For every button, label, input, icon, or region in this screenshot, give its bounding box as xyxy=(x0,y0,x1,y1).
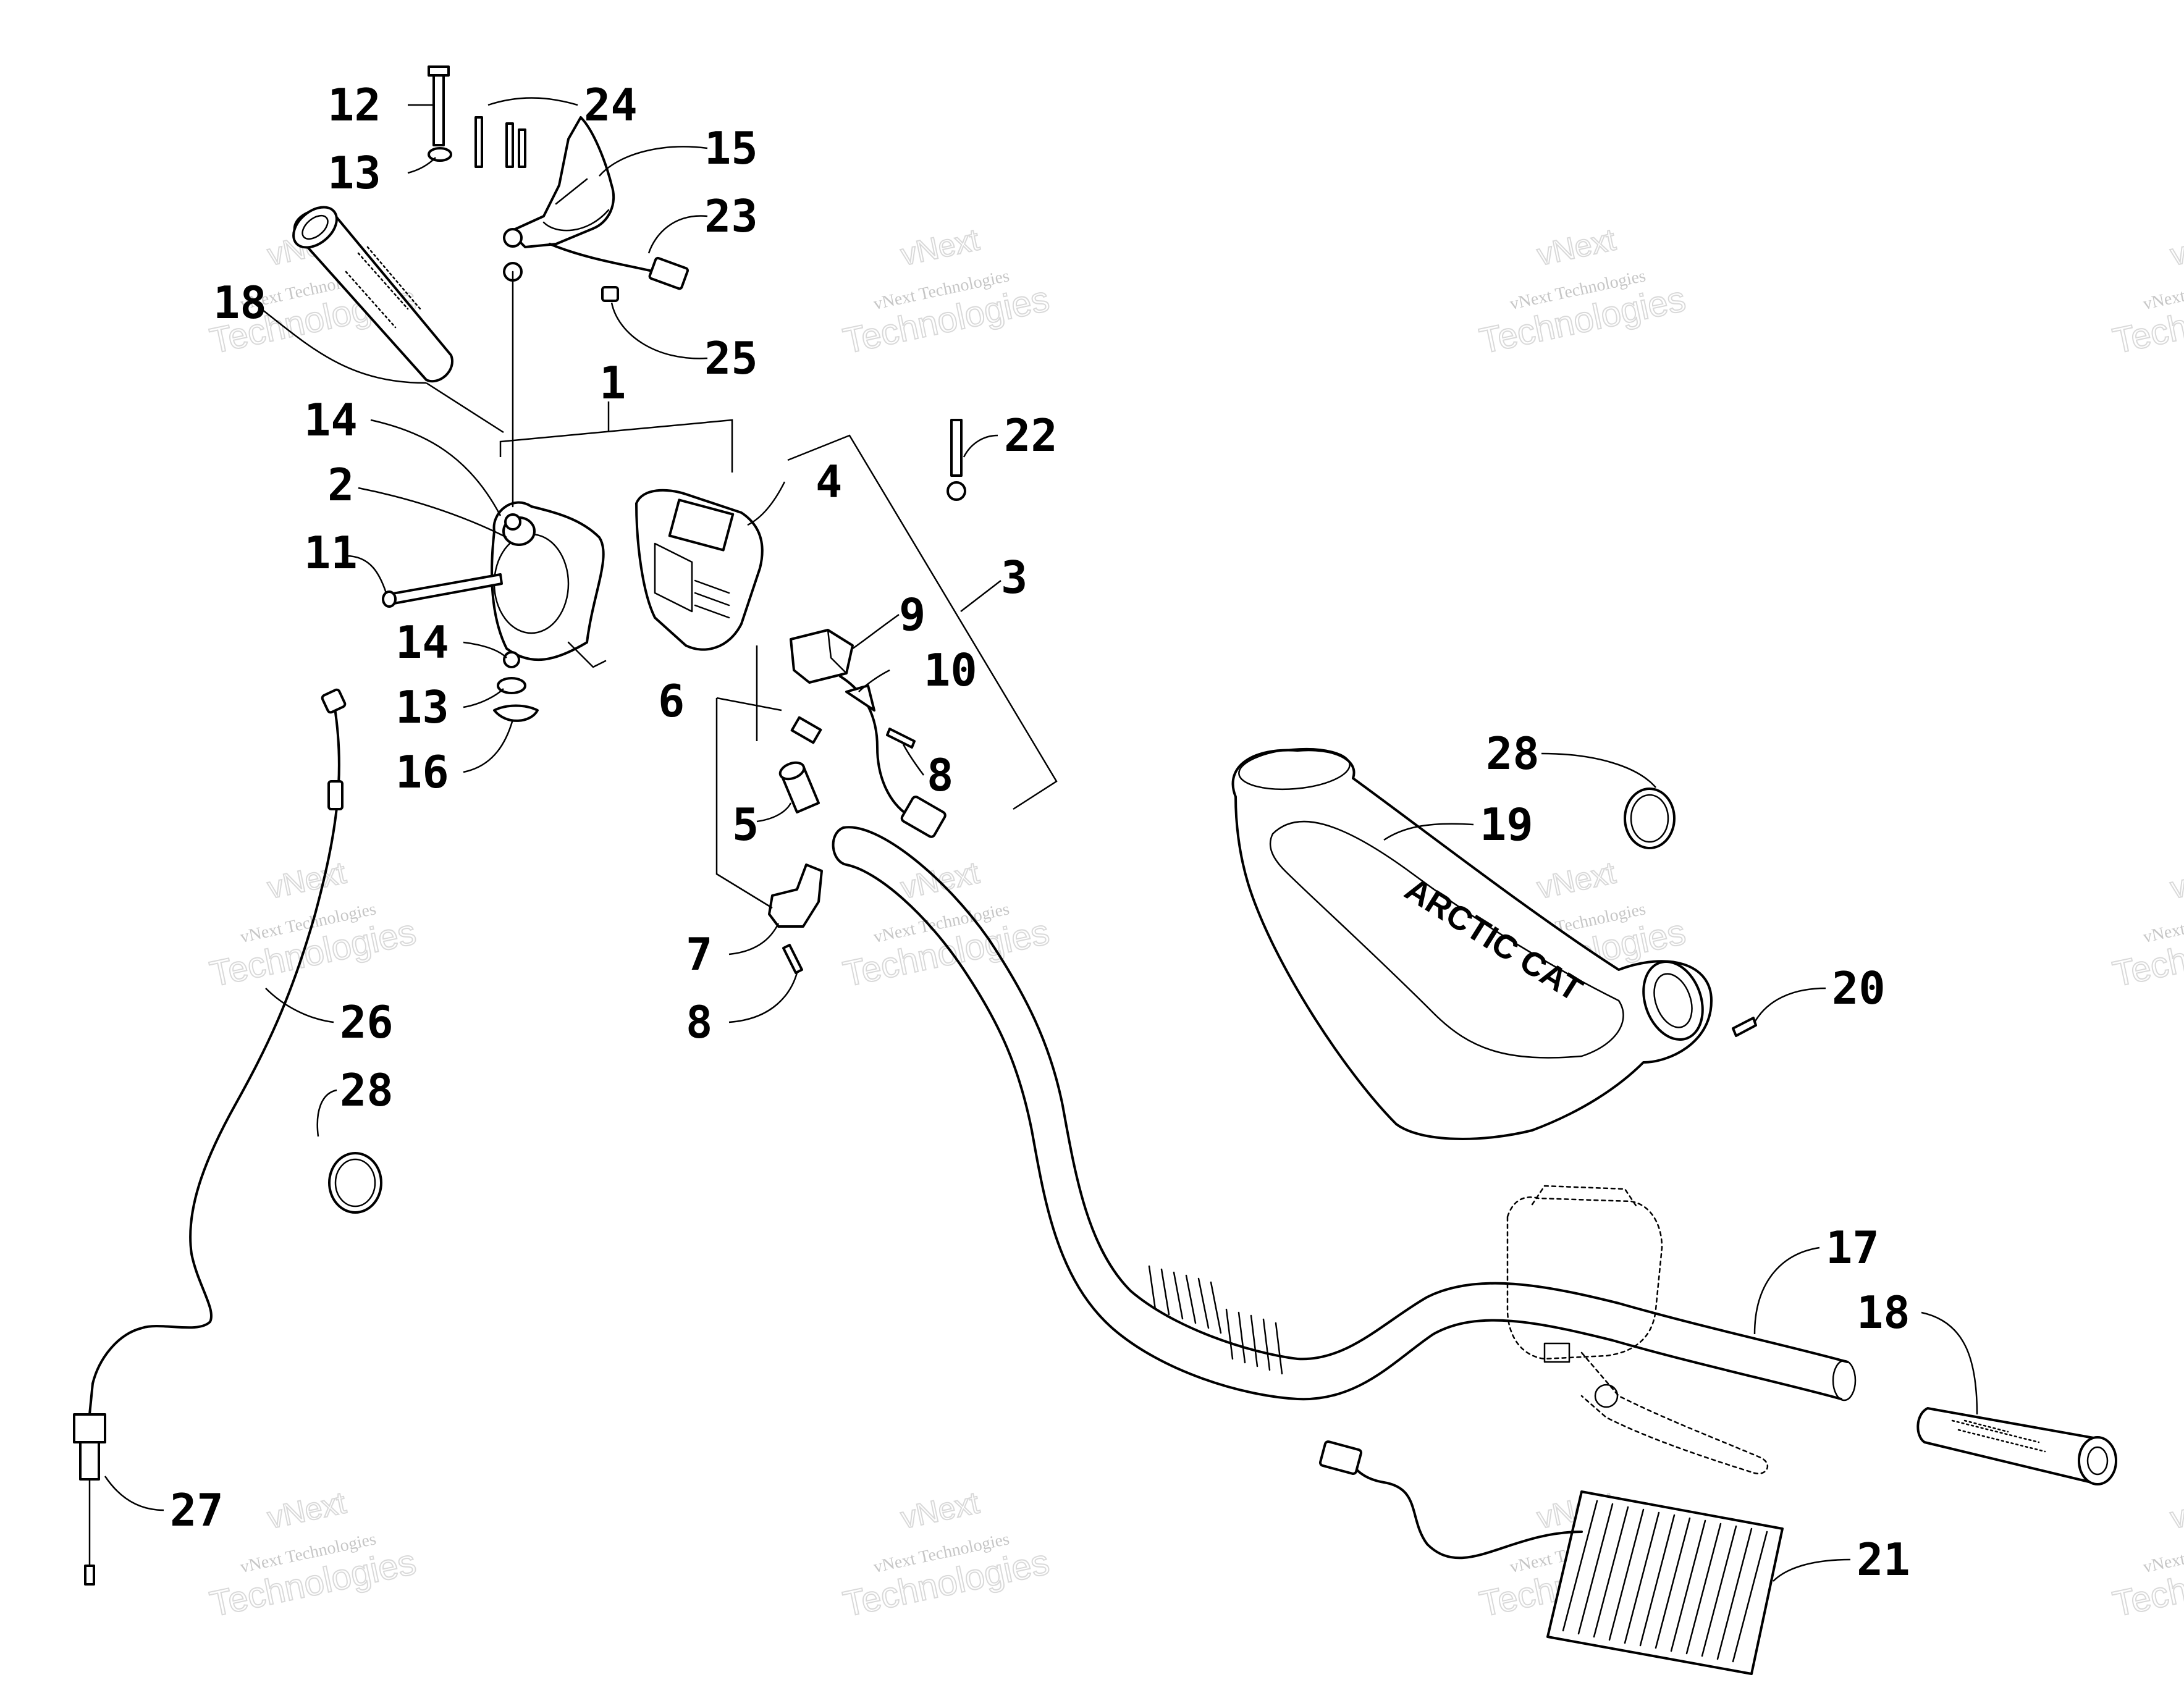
svg-text:vNext: vNext xyxy=(898,1485,982,1535)
screw-20 xyxy=(1732,1017,1757,1037)
callout-25: 25 xyxy=(704,332,758,384)
watermark: vNext vNext Technologies Technologies xyxy=(2109,1484,2184,1625)
watermark: vNext vNext Technologies Technologies xyxy=(839,854,1053,995)
throttle-housing xyxy=(491,501,607,668)
callout-21: 21 xyxy=(1857,1534,1910,1586)
callout-28-right: 28 xyxy=(1486,728,1540,779)
callout-22: 22 xyxy=(1004,410,1058,461)
svg-text:vNext: vNext xyxy=(2167,855,2184,905)
brake-master-cylinder xyxy=(1506,1185,1768,1475)
right-grip xyxy=(1916,1407,2117,1485)
throttle-cable xyxy=(73,688,347,1586)
callout-6: 6 xyxy=(658,675,685,727)
key-22 xyxy=(947,419,966,501)
callout-4: 4 xyxy=(816,456,842,508)
pins-24 xyxy=(474,116,526,168)
callout-17: 17 xyxy=(1826,1222,1879,1274)
watermark: vNext vNext Technologies Technologies xyxy=(2109,854,2184,995)
switch-housing xyxy=(635,489,764,651)
callout-1: 1 xyxy=(599,357,626,409)
washer-14-upper xyxy=(504,513,521,531)
callout-27: 27 xyxy=(170,1484,224,1536)
leader-lines xyxy=(104,97,1978,1582)
left-grip xyxy=(292,206,453,383)
switch-9 xyxy=(790,629,854,684)
callout-14-lower: 14 xyxy=(395,616,449,668)
screw-11 xyxy=(382,573,503,608)
svg-text:vNext: vNext xyxy=(2167,222,2184,272)
callout-9: 9 xyxy=(899,589,925,641)
watermarks: vNext vNext Technologies Technologies vN… xyxy=(206,221,2184,1625)
washer-13-lower xyxy=(497,677,526,694)
svg-text:vNext: vNext xyxy=(264,855,349,905)
screw-8-upper xyxy=(886,728,916,749)
watermark: vNext vNext Technologies Technologies xyxy=(206,854,420,995)
callout-15: 15 xyxy=(704,122,758,174)
svg-text:vNext: vNext xyxy=(2167,1485,2184,1535)
callout-18-right: 18 xyxy=(1857,1287,1910,1338)
heater-element-21 xyxy=(1318,1440,1784,1675)
terminal-6 xyxy=(790,716,822,744)
callout-26: 26 xyxy=(340,996,394,1048)
clamp-28-right xyxy=(1624,788,1676,849)
callout-23: 23 xyxy=(704,190,758,242)
svg-text:vNext: vNext xyxy=(1534,855,1619,905)
callout-5: 5 xyxy=(732,799,759,851)
callout-28-left: 28 xyxy=(340,1064,394,1116)
callout-13-top: 13 xyxy=(327,147,381,199)
callout-12: 12 xyxy=(327,79,381,131)
bracket-7 xyxy=(768,863,823,928)
svg-text:vNext: vNext xyxy=(1534,222,1619,272)
watermark: vNext vNext Technologies Technologies xyxy=(1475,221,1690,362)
knurl-band xyxy=(1148,1265,1283,1375)
callout-20: 20 xyxy=(1832,962,1886,1014)
callout-24: 24 xyxy=(584,79,638,131)
washer-13-top xyxy=(428,147,452,162)
callout-18-left: 18 xyxy=(213,277,267,329)
callouts: 12 13 24 15 23 25 18 1 14 2 11 14 13 16 … xyxy=(170,79,1910,1586)
handlebar xyxy=(832,826,1857,1401)
callout-19: 19 xyxy=(1480,799,1533,851)
screw-8-lower xyxy=(782,944,803,974)
svg-text:vNext Technologies: vNext Technologies xyxy=(2141,1529,2184,1577)
clip-16 xyxy=(493,704,539,722)
wire-10 xyxy=(839,675,947,838)
callout-13-lower: 13 xyxy=(395,681,449,733)
watermark: vNext vNext Technologies Technologies xyxy=(839,221,1053,362)
clamp-28-left xyxy=(328,1152,382,1214)
callout-8-upper: 8 xyxy=(927,749,953,801)
callout-3: 3 xyxy=(1001,552,1027,603)
callout-14-upper: 14 xyxy=(304,394,358,446)
svg-text:vNext: vNext xyxy=(264,1485,349,1535)
washer-14-lower xyxy=(503,651,520,668)
callout-7: 7 xyxy=(686,928,712,980)
callout-2: 2 xyxy=(327,459,354,511)
svg-text:vNext: vNext xyxy=(898,222,982,272)
svg-text:vNext Technologies: vNext Technologies xyxy=(2141,899,2184,947)
bolt-12 xyxy=(428,65,450,146)
watermark: vNext vNext Technologies Technologies xyxy=(2109,221,2184,362)
callout-10: 10 xyxy=(924,644,977,696)
heater-wire-23 xyxy=(549,243,689,302)
callout-8-lower: 8 xyxy=(686,996,712,1048)
svg-text:vNext Technologies: vNext Technologies xyxy=(2141,266,2184,314)
sleeve-5 xyxy=(778,761,820,813)
watermark: vNext vNext Technologies Technologies xyxy=(839,1484,1053,1625)
callout-16: 16 xyxy=(395,746,449,798)
callout-11: 11 xyxy=(304,527,358,579)
watermark: vNext vNext Technologies Technologies xyxy=(206,1484,420,1625)
